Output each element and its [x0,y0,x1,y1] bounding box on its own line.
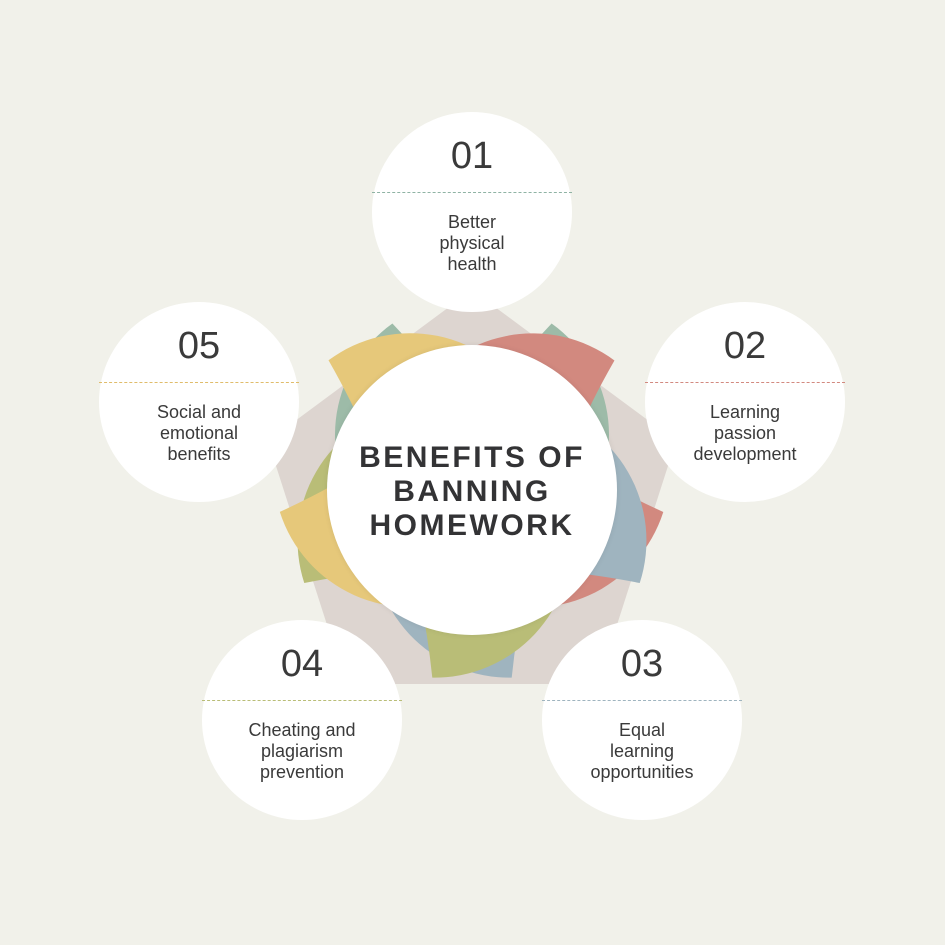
label-line: physical [439,233,505,253]
item-label: Better physical health [392,212,552,275]
dashed-divider [99,382,299,383]
label-line: health [447,254,497,274]
label-line: Equal [618,720,666,740]
label-line: plagiarism [260,741,344,761]
label-line: Cheating and [248,720,356,740]
label-line: passion [713,423,777,443]
dashed-divider [372,192,572,193]
label-line: emotional [159,423,239,443]
item-label: Learning passion development [665,402,825,465]
benefit-item-04: 04 Cheating and plagiarism prevention [202,620,402,820]
dashed-divider [202,700,402,701]
center-title: BENEFITS OF BANNING HOMEWORK [327,441,617,543]
label-line: Better [447,212,497,232]
benefit-item-01: 01 Better physical health [372,112,572,312]
title-line-2: BANNING [393,475,551,508]
label-line: learning [609,741,675,761]
label-line: prevention [259,762,345,782]
item-label: Cheating and plagiarism prevention [222,720,382,783]
label-line: development [693,444,797,464]
benefit-item-03: 03 Equal learning opportunities [542,620,742,820]
item-number: 02 [723,325,767,367]
dashed-divider [542,700,742,701]
label-line: Social and [156,402,242,422]
center-circle: BENEFITS OF BANNING HOMEWORK [327,345,617,635]
benefit-item-02: 02 Learning passion development [645,302,845,502]
item-label: Equal learning opportunities [562,720,722,783]
benefit-item-05: 05 Social and emotional benefits [99,302,299,502]
item-number: 05 [177,325,221,367]
label-line: benefits [167,444,231,464]
item-label: Social and emotional benefits [119,402,279,465]
label-line: Learning [709,402,781,422]
item-number: 01 [450,135,494,177]
title-line-1: BENEFITS OF [359,441,585,474]
label-line: opportunities [590,762,694,782]
item-number: 03 [620,643,664,685]
dashed-divider [645,382,845,383]
title-line-3: HOMEWORK [369,509,575,542]
item-number: 04 [280,643,324,685]
